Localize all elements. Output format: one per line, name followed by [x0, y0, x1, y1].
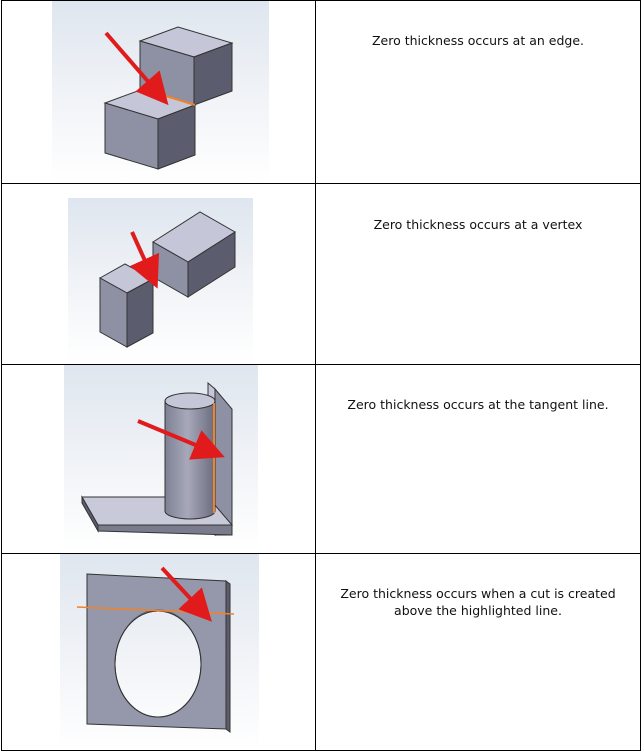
red-arrow-icon [104, 31, 169, 106]
caption-cell: Zero thickness occurs at an edge. [315, 0, 641, 184]
tangent-line-illustration [64, 365, 258, 551]
right-block-side-face [187, 231, 236, 298]
caption-text: Zero thickness occurs at the tangent lin… [347, 397, 609, 412]
table-row: Zero thickness occurs when a cut is crea… [1, 553, 641, 751]
vertex-illustration [68, 198, 253, 362]
caption-text: Zero thickness occurs when a cut is crea… [340, 586, 616, 618]
table-row: Zero thickness occurs at an edge. [1, 0, 641, 184]
edge-illustration [52, 1, 269, 183]
red-arrow-icon [137, 419, 225, 460]
illustration-cell [1, 364, 316, 554]
red-arrow-icon [160, 566, 212, 622]
table-row: Zero thickness occurs at a vertex [1, 183, 641, 365]
illustration-cell [1, 183, 316, 365]
illustration-cell [1, 0, 316, 184]
caption-text: Zero thickness occurs at a vertex [373, 217, 583, 232]
caption-cell: Zero thickness occurs at a vertex [315, 183, 641, 365]
red-arrow-icon [129, 231, 159, 289]
cylinder-body [164, 400, 216, 520]
lower-block-side-face [157, 104, 196, 170]
base-plate-front-face [97, 524, 233, 536]
table-row: Zero thickness occurs at the tangent lin… [1, 364, 641, 554]
caption-text: Zero thickness occurs at an edge. [371, 33, 584, 48]
caption-cell: Zero thickness occurs when a cut is crea… [315, 553, 641, 751]
upper-block-side-face [193, 42, 233, 106]
cylinder-top-face [164, 392, 216, 410]
illustration-cell [1, 553, 316, 751]
cut-line-illustration [60, 554, 259, 750]
caption-cell: Zero thickness occurs at the tangent lin… [315, 364, 641, 554]
plate-side-face [225, 580, 231, 733]
